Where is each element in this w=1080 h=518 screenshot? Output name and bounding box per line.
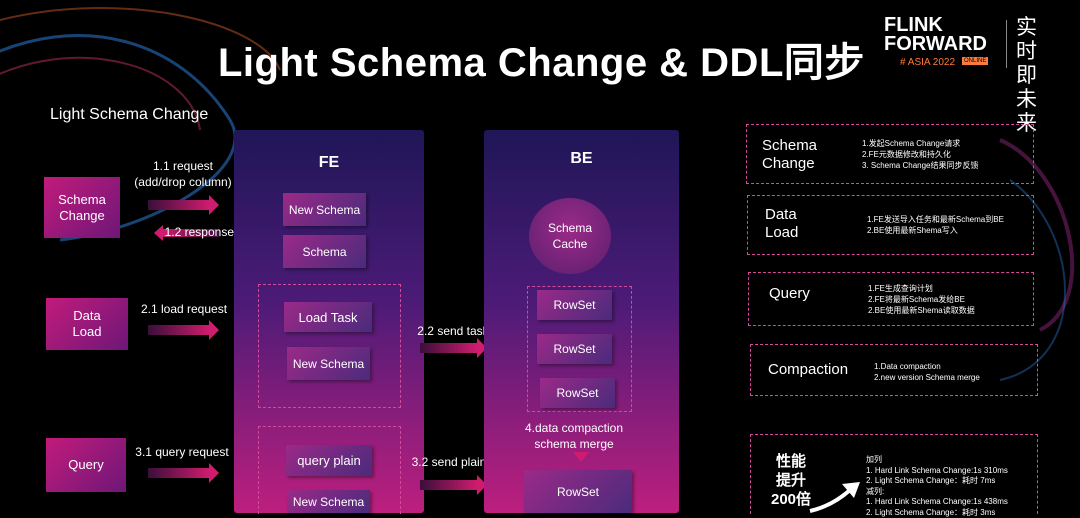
logo-line2: FORWARD (884, 33, 987, 55)
data-load-box: Data Load (46, 298, 128, 350)
fe-load-new-schema: New Schema (287, 347, 370, 380)
compaction-arrow (573, 452, 589, 462)
performance-arrow-icon (809, 482, 860, 513)
be-title: BE (570, 150, 593, 167)
panel-performance (750, 434, 1038, 514)
load-request-arrow (148, 320, 219, 340)
panel-compaction-desc: 1.Data compaction 2.new version Schema m… (874, 362, 980, 382)
query-request-arrow (148, 463, 219, 483)
schema-change-box: Schema Change (44, 177, 120, 238)
send-plain-label: 3.2 send plain (411, 455, 487, 469)
logo-badge: ONLINE (962, 57, 989, 65)
request-label: 1.1 request (add/drop column) (134, 159, 232, 189)
schema-cache: Schema Cache (529, 198, 611, 274)
fe-title: FE (318, 154, 340, 171)
logo-line1: FLINK (884, 14, 943, 36)
query-box: Query (46, 438, 126, 492)
query-request-label: 3.1 query request (135, 445, 229, 459)
performance-title: 性能 提升 200倍 (770, 453, 812, 508)
section-title: Light Schema Change (50, 106, 209, 123)
be-rowset-3: RowSet (540, 378, 615, 408)
panel-compaction (750, 344, 1038, 396)
send-task-label: 2.2 send task (417, 324, 489, 338)
compaction-label: 4.data compaction schema merge (524, 421, 624, 451)
panel-query-title: Query (769, 285, 810, 302)
request-arrow (148, 195, 219, 215)
fe-schema: Schema (283, 235, 366, 268)
logo-slogan: 实时即未来 (1016, 16, 1037, 135)
load-request-label: 2.1 load request (140, 302, 228, 316)
fe-new-schema: New Schema (283, 193, 366, 226)
response-arrow (154, 225, 220, 241)
panel-compaction-title: Compaction (768, 361, 849, 378)
fe-load-task: Load Task (284, 302, 372, 332)
panel-schema-change-title: Schema Change (762, 137, 818, 172)
panel-schema-change-desc: 1.发起Schema Change请求 2.FE元数据修改和持久化 3. Sch… (862, 139, 979, 170)
fe-query-group (258, 426, 401, 514)
logo-divider (1006, 20, 1007, 68)
be-column (484, 130, 679, 513)
panel-query-desc: 1.FE生成查询计划 2.FE将最新Schema发给BE 2.BE使用最新She… (868, 284, 975, 315)
performance-desc: 加列 1. Hard Link Schema Change:1s 310ms 2… (866, 455, 1008, 517)
send-task-arrow (420, 338, 487, 358)
panel-data-load (747, 195, 1034, 255)
be-rowset-2: RowSet (537, 334, 612, 364)
fe-query-new-schema: New Schema (287, 490, 370, 513)
fe-query-plain: query plain (286, 445, 372, 476)
page-title: Light Schema Change & DDL同步 (218, 41, 865, 85)
panel-data-load-title: Data Load (765, 206, 799, 241)
be-rowset-merged: RowSet (524, 470, 632, 513)
response-label: 1.2 response (164, 225, 234, 239)
be-rowset-1: RowSet (537, 290, 612, 320)
flink-forward-logo: FLINK FORWARD (884, 14, 987, 55)
fe-load-group (258, 284, 401, 408)
panel-schema-change (746, 124, 1034, 184)
send-plain-arrow (420, 475, 487, 495)
be-rowset-group (527, 286, 632, 412)
logo-sub: # ASIA 2022 (900, 57, 956, 68)
panel-data-load-desc: 1.FE发送导入任务和最新Schema到BE 2.BE使用最新Shema写入 (867, 215, 1004, 235)
panel-query (748, 272, 1034, 326)
